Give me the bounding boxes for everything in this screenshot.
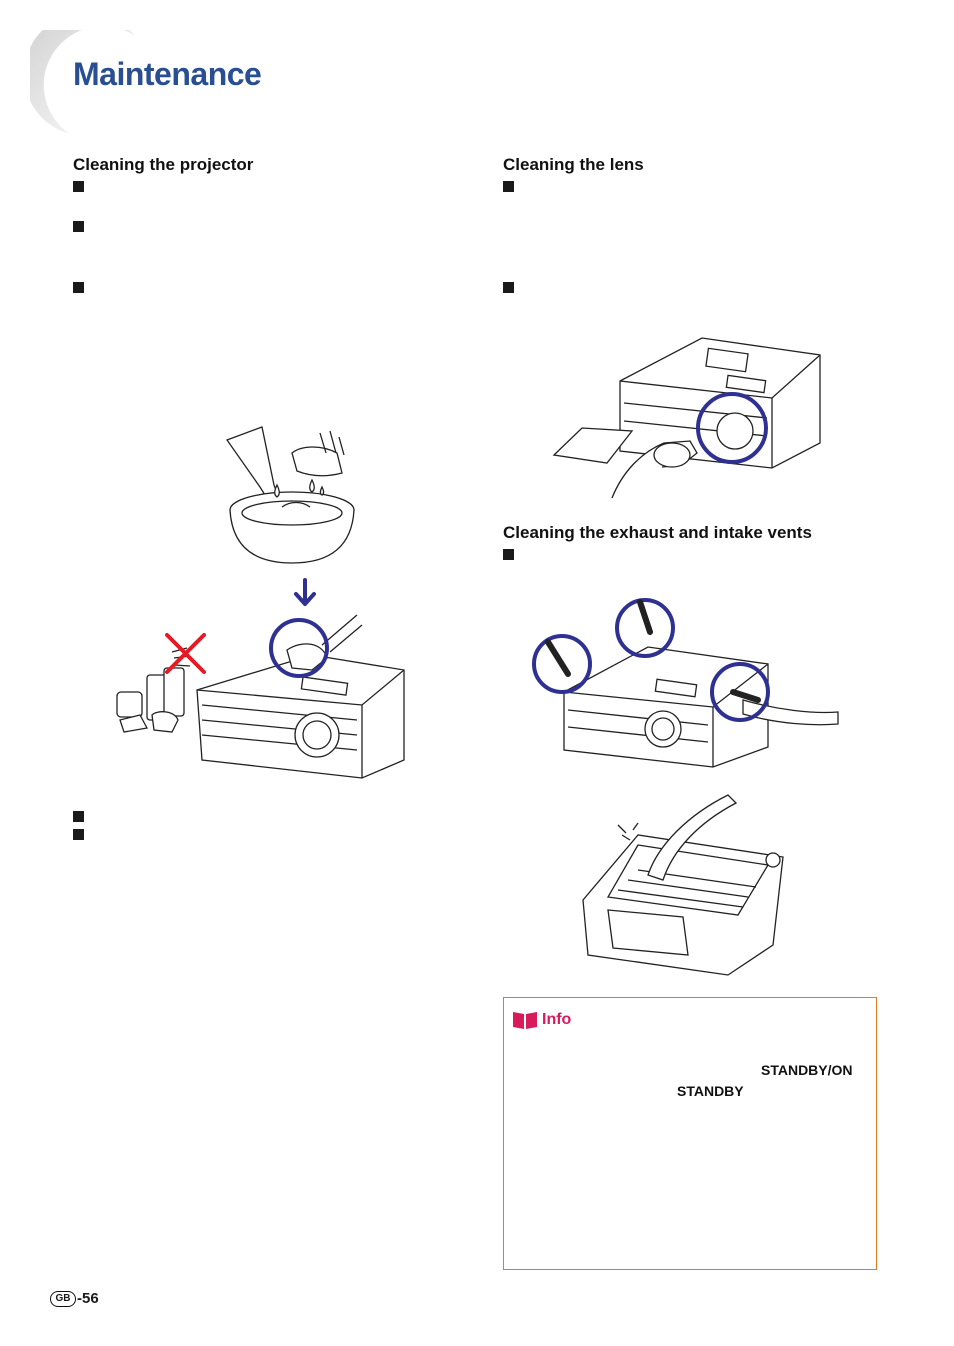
bullet-marker xyxy=(503,549,514,560)
page-title: Maintenance xyxy=(73,56,262,92)
page-number-text: -56 xyxy=(77,1290,99,1307)
arrow-down-icon xyxy=(294,578,316,606)
standby-indicator-label: STANDBY xyxy=(677,1083,744,1099)
bullet-marker xyxy=(503,282,514,293)
vent-vacuum-illustration xyxy=(532,598,839,768)
bullet-marker xyxy=(73,811,84,822)
bullet-marker xyxy=(73,181,84,192)
projector-wipe-illustration xyxy=(116,614,405,779)
lens-cleaning-illustration xyxy=(552,337,821,499)
section-heading-cleaning-vents: Cleaning the exhaust and intake vents xyxy=(503,523,812,542)
section-heading-cleaning-projector: Cleaning the projector xyxy=(73,155,254,174)
info-label: Info xyxy=(542,1011,572,1028)
bullet-marker xyxy=(73,221,84,232)
gb-region-badge: GB xyxy=(50,1290,76,1307)
book-icon xyxy=(513,1012,537,1029)
header-swoosh-decoration xyxy=(30,30,135,134)
page-number: GB -56 xyxy=(50,1290,99,1307)
standby-on-button-label: STANDBY/ON xyxy=(761,1062,853,1078)
bullet-marker xyxy=(503,181,514,192)
bottom-vent-vacuum-illustration xyxy=(582,794,784,976)
detergent-bowl-illustration xyxy=(225,426,355,564)
section-heading-cleaning-lens: Cleaning the lens xyxy=(503,155,644,174)
bullet-marker xyxy=(73,829,84,840)
bullet-marker xyxy=(73,282,84,293)
info-box: Info STANDBY/ON STANDBY xyxy=(503,997,877,1270)
